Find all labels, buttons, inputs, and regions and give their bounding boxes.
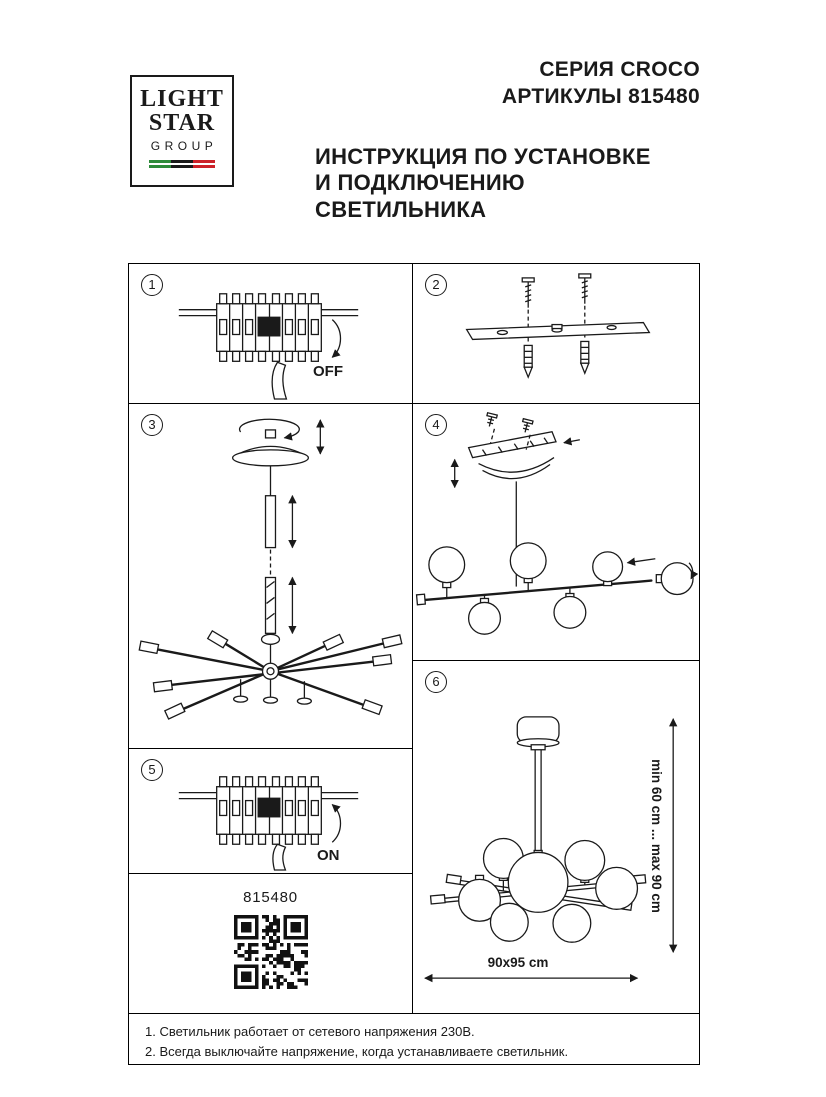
footer-note-2: 2. Всегда выключайте напряжение, когда у… bbox=[145, 1043, 569, 1059]
title-line-2: И ПОДКЛЮЧЕНИЮ СВЕТИЛЬНИКА bbox=[315, 170, 525, 223]
power-lines bbox=[178, 309, 359, 317]
width-dimension-label: 90x95 cm bbox=[487, 955, 549, 970]
rod-upper bbox=[264, 495, 277, 549]
assembled-chandelier-diagram bbox=[424, 716, 678, 983]
bracket-bar bbox=[465, 321, 651, 341]
glass-globes bbox=[458, 837, 639, 943]
mounting-bracket-diagram bbox=[465, 273, 651, 379]
rod-lower bbox=[264, 576, 277, 634]
italian-flag-stripes bbox=[149, 159, 215, 168]
step-6-panel: 6 bbox=[412, 660, 700, 1014]
detached-globe bbox=[655, 562, 699, 596]
step-4-panel: 4 bbox=[412, 403, 700, 661]
footer-note-1: 1. Светильник работает от сетевого напря… bbox=[145, 1024, 475, 1039]
article-number: 815480 bbox=[243, 889, 298, 906]
page-title: ИНСТРУКЦИЯ ПО УСТАНОВКЕ И ПОДКЛЮЧЕНИЮ СВ… bbox=[315, 144, 700, 224]
step-number-badge: 3 bbox=[141, 414, 163, 436]
arm-sockets bbox=[138, 629, 403, 720]
height-dimension-label: min 60 cm ... max 90 cm bbox=[649, 759, 664, 913]
hanging-rod bbox=[534, 749, 542, 855]
articles-label: АРТИКУЛЫ 815480 bbox=[501, 85, 700, 109]
circuit-breaker-off-diagram bbox=[178, 293, 359, 400]
series-label: СЕРИЯ CROCO bbox=[539, 58, 700, 81]
article-qr-panel: 815480 bbox=[128, 873, 413, 1014]
notes-footer: 1. Светильник работает от сетевого напря… bbox=[128, 1013, 700, 1065]
circuit-breaker-on-diagram bbox=[178, 776, 359, 871]
off-label: OFF bbox=[313, 363, 343, 380]
title-line-1: ИНСТРУКЦИЯ ПО УСТАНОВКЕ bbox=[315, 143, 651, 169]
rotate-arrow bbox=[238, 418, 300, 441]
boom-rod bbox=[417, 579, 653, 602]
ceiling-canopy bbox=[231, 429, 310, 467]
breaker-block bbox=[216, 776, 322, 845]
screws bbox=[521, 273, 592, 308]
step-number-badge: 4 bbox=[425, 414, 447, 436]
qr-code bbox=[233, 915, 308, 989]
hand-pointer bbox=[271, 361, 288, 400]
breaker-block bbox=[216, 293, 322, 362]
hand-pointer bbox=[272, 843, 287, 871]
step-3-panel: 3 bbox=[128, 403, 413, 749]
switch-off-arrow bbox=[331, 319, 342, 358]
on-label: ON bbox=[317, 847, 340, 864]
step-number-badge: 1 bbox=[141, 274, 163, 296]
step-1-panel: 1 bbox=[128, 263, 413, 404]
step-number-badge: 5 bbox=[141, 759, 163, 781]
insert-arrow bbox=[626, 557, 656, 566]
globe-stems bbox=[442, 576, 613, 606]
suspension-assembly-diagram bbox=[138, 418, 403, 720]
power-lines bbox=[178, 792, 359, 800]
hanging-cups bbox=[232, 679, 313, 705]
globe-attachment-diagram bbox=[415, 411, 699, 635]
switch-on-arrow bbox=[331, 803, 342, 843]
center-hub bbox=[261, 662, 280, 680]
step-2-panel: 2 bbox=[412, 263, 700, 404]
lightstar-logo: LIGHT STAR GROUP bbox=[130, 75, 234, 187]
ceiling-cup bbox=[516, 716, 560, 751]
header-text: СЕРИЯ CROCO АРТИКУЛЫ 815480 ИНСТРУКЦИЯ П… bbox=[315, 56, 700, 224]
step-number-badge: 2 bbox=[425, 274, 447, 296]
step-5-panel: 5 bbox=[128, 748, 413, 874]
glass-globes bbox=[428, 542, 624, 635]
logo-word-light: LIGHT bbox=[140, 86, 224, 112]
logo-word-group: GROUP bbox=[150, 138, 218, 153]
logo-word-star: STAR bbox=[148, 110, 216, 137]
canopy-fixing-detail bbox=[450, 411, 580, 489]
step-number-badge: 6 bbox=[425, 671, 447, 693]
wall-anchors bbox=[523, 340, 590, 379]
